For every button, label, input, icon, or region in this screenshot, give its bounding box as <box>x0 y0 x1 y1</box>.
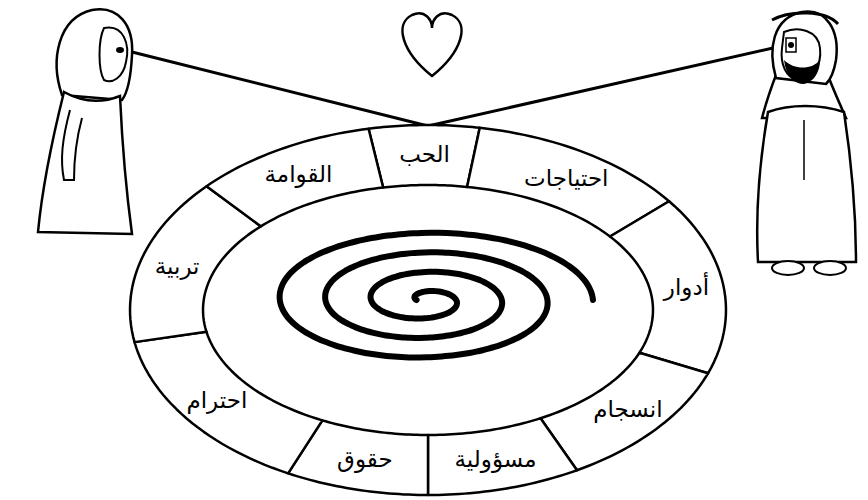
ring-segment: أدوار <box>608 199 728 376</box>
thobe <box>757 106 856 262</box>
thobe-seam <box>803 120 805 180</box>
segment-shape <box>130 186 261 342</box>
agal <box>772 13 838 24</box>
ghutra <box>772 12 836 84</box>
segment-label: احترام <box>186 388 247 413</box>
segment-shape <box>610 201 726 373</box>
hijab <box>57 9 132 100</box>
segment-label: احتياجات <box>524 166 608 191</box>
segment-shape <box>467 128 669 237</box>
face <box>100 28 128 82</box>
ring-segment: احتياجات <box>465 125 672 239</box>
segment-shape <box>369 125 480 188</box>
shoe <box>814 261 846 275</box>
gaze-line <box>124 50 428 126</box>
shoe <box>772 261 804 275</box>
segment-label: مسؤولية <box>454 447 536 472</box>
eye <box>116 47 124 53</box>
ring-segment: مسؤولية <box>426 416 579 497</box>
abaya <box>38 92 132 234</box>
ring-segment: تربية <box>128 184 263 345</box>
ring-segment: القوامة <box>204 126 386 229</box>
man-figure <box>757 12 856 275</box>
segment-shape <box>428 418 577 495</box>
segment-shape <box>207 129 384 227</box>
arm <box>62 110 82 180</box>
ring-segment: انسجام <box>538 350 711 473</box>
segment-label: أدوار <box>664 276 709 301</box>
heart-symbol <box>402 13 461 76</box>
segment-shape <box>288 420 428 495</box>
segment-label: القوامة <box>265 163 333 188</box>
eye <box>786 38 796 52</box>
spiral <box>280 233 593 358</box>
beard <box>784 60 820 84</box>
ring-segment: احترام <box>132 329 325 476</box>
gaze-line <box>428 45 786 126</box>
segment-shape <box>135 332 323 474</box>
ring-segment: الحب <box>366 123 482 190</box>
segment-label: حقوق <box>337 448 393 473</box>
woman-figure <box>38 9 132 234</box>
segment-label: الحب <box>399 142 450 167</box>
segment-shape <box>541 353 709 470</box>
pupil <box>788 42 794 48</box>
segment-label: انسجام <box>593 397 662 422</box>
segment-label: تربية <box>155 255 200 280</box>
ring-segment: حقوق <box>286 418 430 497</box>
